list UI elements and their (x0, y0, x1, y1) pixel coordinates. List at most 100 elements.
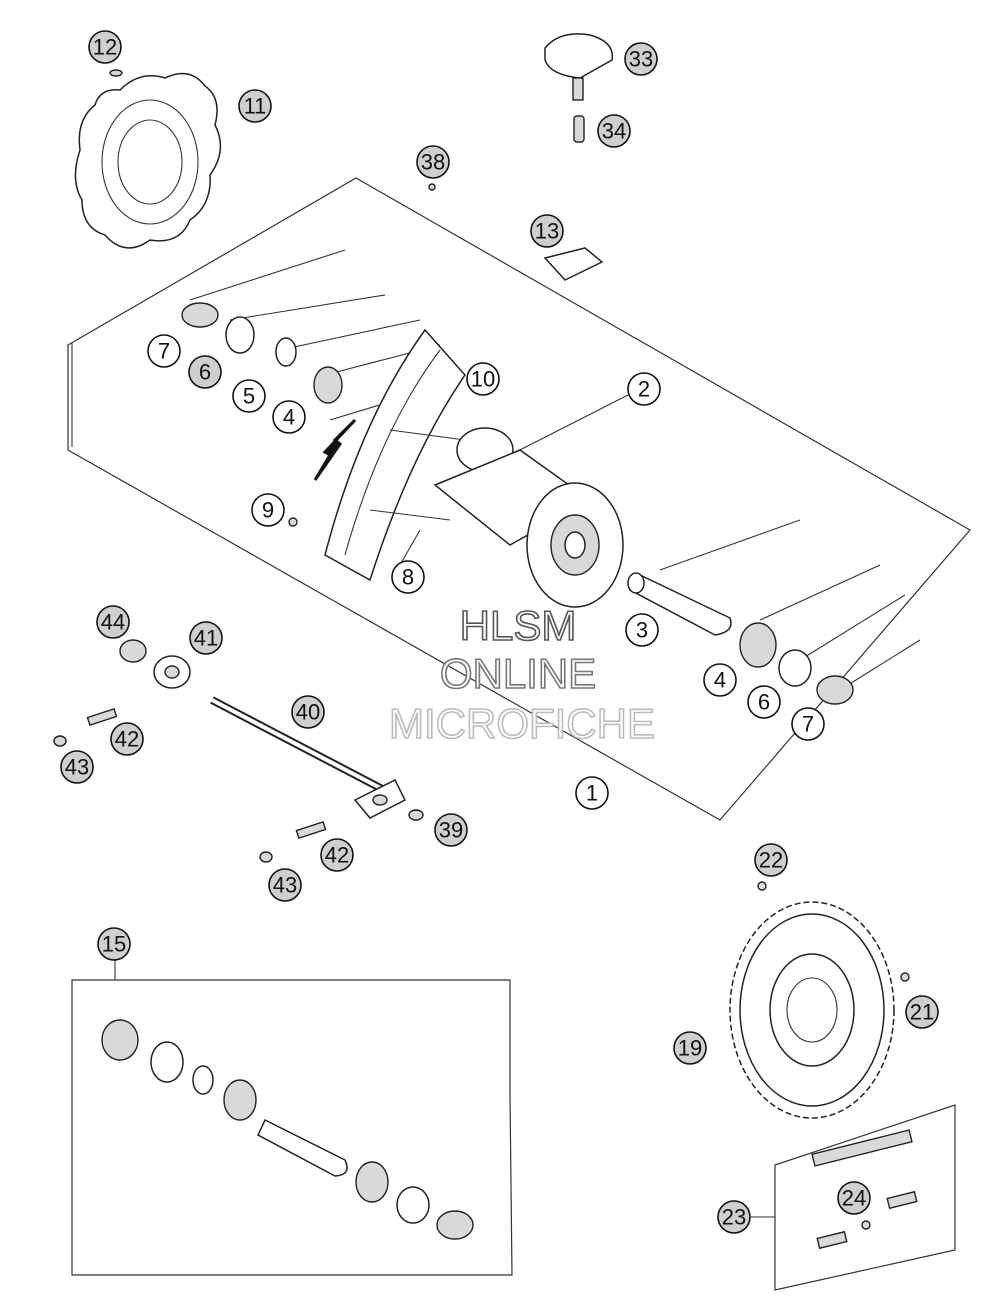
svg-text:6: 6 (199, 360, 211, 385)
svg-text:41: 41 (194, 626, 218, 651)
callout-1: 1 (575, 776, 609, 810)
svg-text:6: 6 (758, 690, 770, 715)
callout-15: 15 (97, 927, 131, 961)
left-bearing-stack (181, 302, 343, 404)
callout-24: 24 (837, 1181, 871, 1215)
svg-text:12: 12 (93, 35, 117, 60)
svg-text:7: 7 (158, 339, 170, 364)
callout-38: 38 (416, 145, 450, 179)
svg-text:43: 43 (65, 755, 89, 780)
bearing-set-frame (71, 979, 513, 1276)
svg-text:2: 2 (638, 377, 650, 402)
svg-text:33: 33 (629, 47, 653, 72)
watermark-line-3: MICROFICHE (389, 700, 655, 747)
svg-text:4: 4 (283, 405, 295, 430)
callout-43-bottom: 43 (268, 868, 302, 902)
callout-41: 41 (189, 621, 223, 655)
rim (324, 328, 466, 582)
callout-4-left: 4 (272, 400, 306, 434)
callout-34: 34 (597, 114, 631, 148)
callouts: 12 11 33 34 38 13 7 6 5 4 10 2 9 8 3 44 … (60, 30, 939, 1234)
callout-42-top: 42 (110, 722, 144, 756)
callout-10: 10 (466, 362, 500, 396)
rear-hub (433, 427, 624, 608)
sprocket-bolt (900, 972, 910, 982)
callout-44: 44 (96, 605, 130, 639)
callout-7-right: 7 (791, 707, 825, 741)
bearing-set-parts (101, 1019, 474, 1240)
svg-text:5: 5 (243, 384, 255, 409)
svg-text:21: 21 (910, 1000, 934, 1025)
callout-7-left: 7 (147, 334, 181, 368)
callout-22: 22 (754, 843, 788, 877)
watermark-line-1: HLSM (460, 602, 577, 649)
valve-insert (573, 115, 585, 143)
callout-8: 8 (391, 560, 425, 594)
callout-43-top: 43 (60, 750, 94, 784)
svg-text:42: 42 (115, 727, 139, 752)
chain-kit (811, 1129, 918, 1250)
callout-6-left: 6 (188, 355, 222, 389)
watermark: HLSM ONLINE MICROFICHE (388, 601, 656, 748)
brake-disc (74, 72, 222, 249)
rear-sprocket (729, 901, 895, 1119)
watermark-line-2: ONLINE (440, 650, 596, 697)
svg-text:13: 13 (535, 219, 559, 244)
callout-12: 12 (88, 30, 122, 64)
callout-2: 2 (627, 372, 661, 406)
callout-6-right: 6 (747, 685, 781, 719)
callout-23: 23 (717, 1200, 751, 1234)
svg-text:34: 34 (602, 119, 626, 144)
svg-text:22: 22 (759, 848, 783, 873)
callout-13: 13 (530, 214, 564, 248)
svg-text:42: 42 (325, 843, 349, 868)
axle-nut (119, 639, 147, 663)
svg-text:44: 44 (101, 610, 125, 635)
callout-33: 33 (624, 42, 658, 76)
rim-tape (543, 247, 604, 281)
rotation-arrow (313, 418, 357, 481)
spoke-nipple (288, 517, 298, 527)
callout-39: 39 (434, 813, 468, 847)
svg-text:24: 24 (842, 1186, 866, 1211)
svg-text:15: 15 (102, 932, 126, 957)
spacer-sleeve (627, 572, 732, 636)
svg-text:19: 19 (678, 1036, 702, 1061)
svg-text:1: 1 (586, 781, 598, 806)
callout-3: 3 (625, 613, 659, 647)
svg-text:11: 11 (244, 94, 267, 119)
svg-text:4: 4 (714, 668, 726, 693)
svg-text:3: 3 (636, 618, 648, 643)
chain-adjuster-right (353, 778, 407, 819)
svg-text:40: 40 (296, 700, 320, 725)
adjuster-screw-bottom (259, 820, 327, 863)
chain-adjuster-left (153, 655, 191, 689)
callout-9: 9 (251, 493, 285, 527)
callout-5: 5 (232, 379, 266, 413)
spokes (369, 429, 466, 521)
callout-11: 11 (238, 89, 272, 123)
wheel-assembly-frame (67, 177, 971, 821)
adjuster-screw-top (53, 707, 118, 747)
svg-text:39: 39 (439, 818, 463, 843)
axle-washer (408, 809, 424, 821)
callout-42-bottom: 42 (320, 838, 354, 872)
sprocket-nut (757, 881, 767, 891)
svg-text:7: 7 (802, 712, 814, 737)
callout-19: 19 (673, 1031, 707, 1065)
svg-text:43: 43 (273, 873, 297, 898)
svg-text:10: 10 (471, 367, 495, 392)
svg-text:8: 8 (402, 565, 414, 590)
callout-40: 40 (291, 695, 325, 729)
svg-text:9: 9 (262, 498, 274, 523)
valve-cap (544, 33, 614, 101)
right-bearing-stack (739, 622, 854, 705)
callout-21: 21 (905, 995, 939, 1029)
disc-bolt (109, 69, 123, 77)
rim-lock-nut (428, 183, 436, 191)
svg-text:38: 38 (421, 150, 445, 175)
svg-text:23: 23 (722, 1205, 746, 1230)
chain-set-frame (774, 1104, 956, 1291)
callout-4-right: 4 (703, 663, 737, 697)
